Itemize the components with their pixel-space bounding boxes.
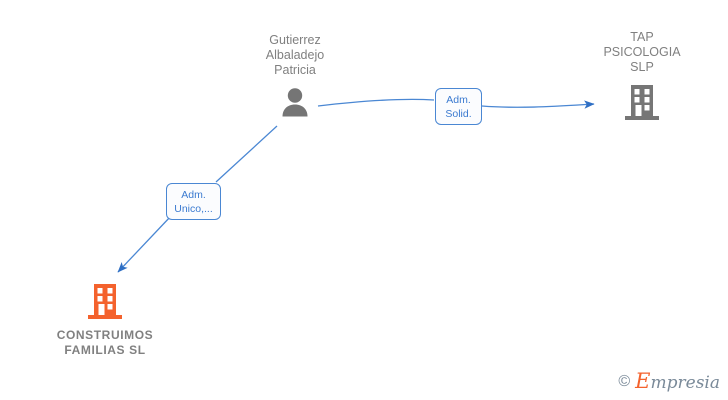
node-person-label: Gutierrez Albaladejo Patricia [265,33,325,77]
building-icon [625,85,659,120]
edge-solid-to-tap [481,100,595,109]
node-company-construimos-familias-sl[interactable]: CONSTRUIMOS FAMILIAS SL [27,282,183,358]
person-icon [282,88,308,117]
edge-label-adm-solid[interactable]: Adm. Solid. [435,88,482,125]
copyright-icon: © [618,373,631,390]
edge-unico-to-construimos [117,215,172,273]
construimos-building-icon-wrap [27,282,183,322]
node-tap-label: TAP PSICOLOGIA SLP [603,30,681,74]
brand-rest: mpresia [650,373,721,393]
building-icon [88,284,122,319]
node-construimos-label: CONSTRUIMOS FAMILIAS SL [56,328,154,357]
edge-label-adm-unico[interactable]: Adm. Unico,... [166,183,221,220]
edge-person-to-solid [317,98,435,107]
person-icon-wrap [225,84,365,120]
node-person-gutierrez-albaladejo-patricia[interactable]: Gutierrez Albaladejo Patricia [225,33,365,120]
node-company-tap-psicologia-slp[interactable]: TAP PSICOLOGIA SLP [562,30,722,123]
watermark-empresia: © Empresia [618,369,721,393]
brand-initial: E [635,369,651,393]
tap-building-icon-wrap [562,83,722,123]
brand-wordmark: Empresia [635,369,721,393]
edge-person-to-unico [215,125,278,183]
